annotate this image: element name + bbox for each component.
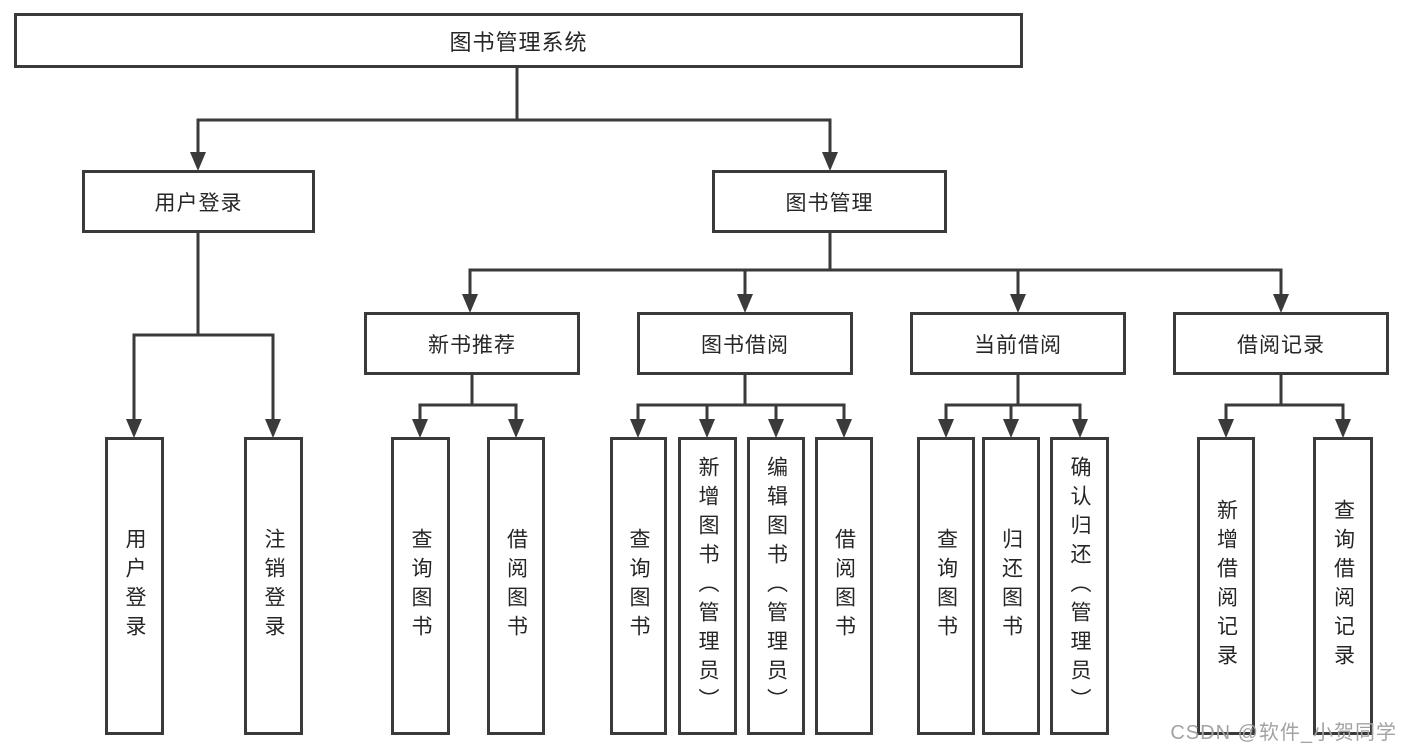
node-leaf-user-login: 用户登录 [105, 437, 164, 735]
node-label: 查询图书 [934, 528, 958, 644]
node-label: 注销登录 [262, 528, 285, 644]
node-label: 用户登录 [154, 191, 243, 215]
node-label: 归还图书 [999, 528, 1023, 644]
node-label: 用户登录 [123, 528, 146, 644]
node-label: 图书借阅 [701, 333, 789, 357]
node-label: 查询图书 [627, 528, 650, 644]
node-label: 查询图书 [409, 528, 432, 644]
node-leaf-edit-books-admin: 编辑图书（管理员） [747, 437, 805, 735]
node-leaf-query-books-2: 查询图书 [610, 437, 667, 735]
node-label: 图书管理 [785, 191, 874, 215]
node-system-root: 图书管理系统 [14, 13, 1023, 68]
node-leaf-query-books-1: 查询图书 [391, 437, 450, 735]
node-leaf-logout: 注销登录 [244, 437, 303, 735]
node-leaf-borrow-books-2: 借阅图书 [815, 437, 873, 735]
node-label: 新增图书（管理员） [696, 455, 719, 717]
node-new-book-recommend: 新书推荐 [364, 312, 580, 375]
csdn-watermark: CSDN @软件_小贺同学 [1170, 722, 1397, 744]
node-book-management-module: 图书管理 [712, 170, 947, 233]
node-label: 借阅图书 [504, 528, 528, 644]
node-book-borrowing: 图书借阅 [637, 312, 853, 375]
node-label: 图书管理系统 [449, 29, 588, 55]
node-borrowing-records: 借阅记录 [1173, 312, 1389, 375]
node-leaf-return-books: 归还图书 [982, 437, 1040, 735]
node-label: 借阅图书 [832, 528, 856, 644]
node-leaf-add-books-admin: 新增图书（管理员） [678, 437, 737, 735]
node-leaf-confirm-return-admin: 确认归还（管理员） [1050, 437, 1109, 735]
node-label: 确认归还（管理员） [1068, 455, 1091, 717]
node-label: 编辑图书（管理员） [764, 455, 788, 717]
node-leaf-query-books-3: 查询图书 [917, 437, 975, 735]
node-label: 新书推荐 [428, 333, 516, 357]
node-current-borrowing: 当前借阅 [910, 312, 1126, 375]
node-label: 查询借阅记录 [1331, 499, 1355, 673]
node-user-login-module: 用户登录 [82, 170, 315, 233]
node-label: 当前借阅 [974, 333, 1062, 357]
node-label: 借阅记录 [1237, 333, 1325, 357]
node-label: 新增借阅记录 [1214, 499, 1238, 673]
node-leaf-add-borrow-record: 新增借阅记录 [1197, 437, 1255, 735]
node-leaf-query-borrow-record: 查询借阅记录 [1313, 437, 1373, 735]
node-leaf-borrow-books-1: 借阅图书 [487, 437, 545, 735]
